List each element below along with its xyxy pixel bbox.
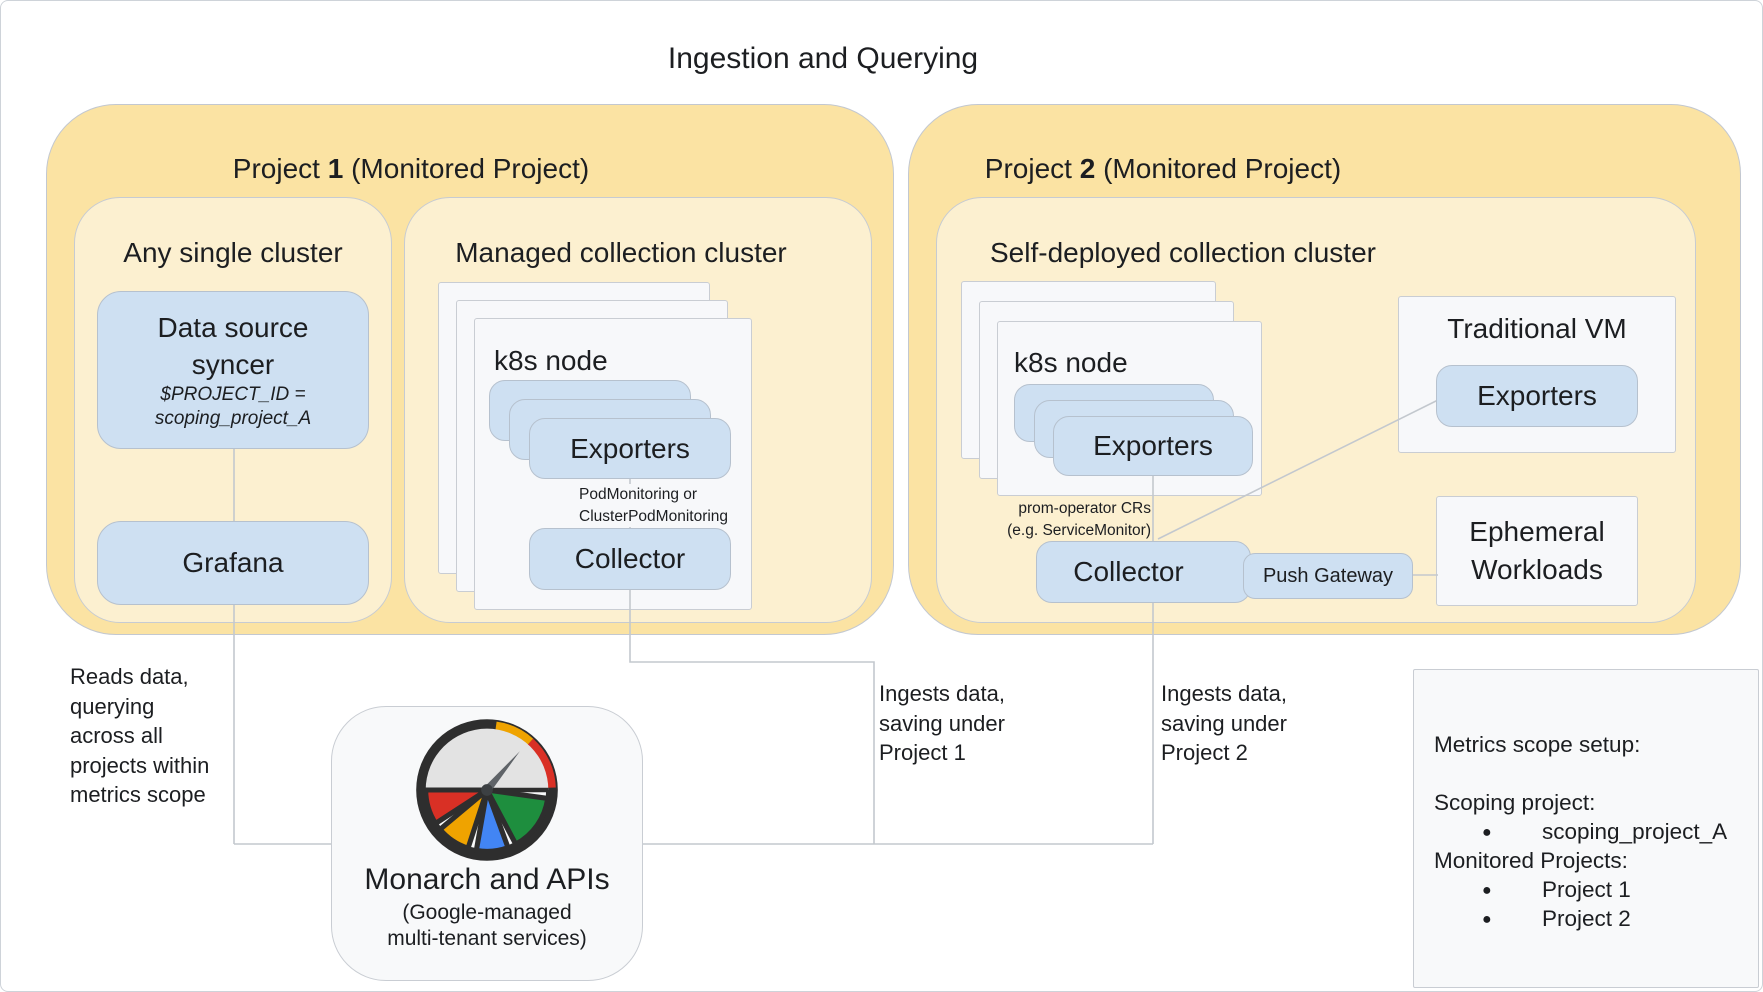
monitored-project-item-2: Project 2	[1434, 904, 1758, 934]
push-gateway-box: Push Gateway	[1243, 553, 1413, 599]
reads-data-note: Reads data, querying across all projects…	[70, 662, 240, 810]
syncer-line2: syncer	[191, 349, 275, 380]
k8s-node-label-p1: k8s node	[494, 345, 608, 376]
ingest1-line3: Project 1	[879, 740, 966, 765]
collector-box-p1: Collector	[529, 528, 731, 590]
any-single-cluster-title: Any single cluster	[123, 237, 343, 268]
ingest2-line2: saving under	[1161, 710, 1287, 736]
prom-operator-note: prom-operator CRs (e.g. ServiceMonitor)	[851, 498, 1151, 541]
project1-label-post: (Monitored Project)	[343, 153, 590, 184]
traditional-vm-label: Traditional VM	[1447, 313, 1627, 344]
reads-note-line1: Reads data,	[70, 664, 189, 689]
metrics-scope-panel: Metrics scope setup: Scoping project: sc…	[1413, 669, 1759, 988]
page-title: Ingestion and Querying	[667, 42, 979, 75]
project1-label-pre: Project	[232, 153, 328, 184]
ingest2-line3: Project 2	[1161, 740, 1248, 765]
self-deployed-cluster-title: Self-deployed collection cluster	[990, 237, 1376, 268]
grafana-box: Grafana	[97, 521, 369, 605]
podmonitoring-note: PodMonitoring or ClusterPodMonitoring	[576, 484, 732, 527]
ephemeral-line1: Ephemeral	[1469, 516, 1605, 547]
reads-note-line3: across all	[70, 723, 163, 748]
monitored-projects-label: Monitored Projects:	[1434, 848, 1628, 873]
k8s-node-label-p2: k8s node	[1014, 347, 1128, 378]
syncer-line1: Data source	[157, 312, 309, 343]
data-source-syncer-box: Data source syncer $PROJECT_ID = scoping…	[97, 291, 369, 449]
project2-label-pre: Project	[984, 153, 1080, 184]
collector-box-p2: Collector	[1036, 541, 1251, 603]
syncer-note2: scoping_project_A	[154, 408, 312, 429]
managed-cluster-title: Managed collection cluster	[455, 237, 787, 268]
ingest1-line2: saving under	[879, 710, 1005, 736]
ingest2-line1: Ingests data,	[1161, 681, 1287, 706]
project2-label: Project 2 (Monitored Project)	[863, 153, 1463, 185]
exporters-box-vm: Exporters	[1436, 365, 1638, 427]
ephemeral-line2: Workloads	[1471, 554, 1603, 585]
ingest-project2-note: Ingests data, saving under Project 2	[1161, 679, 1331, 768]
monarch-subtitle: (Google-managed multi-tenant services)	[331, 900, 643, 952]
syncer-note1: $PROJECT_ID =	[160, 384, 306, 405]
ingest1-line1: Ingests data,	[879, 681, 1005, 706]
monarch-sub-line1: (Google-managed	[402, 901, 572, 924]
project2-label-number: 2	[1079, 153, 1096, 184]
monarch-sub-line2: multi-tenant services)	[387, 927, 587, 950]
ingest-project1-note: Ingests data, saving under Project 1	[879, 679, 1049, 768]
project1-label-number: 1	[327, 153, 344, 184]
project2-label-post: (Monitored Project)	[1095, 153, 1342, 184]
project1-label: Project 1 (Monitored Project)	[111, 153, 711, 185]
reads-note-line4: projects within	[70, 752, 210, 778]
exporters-box-p1: Exporters	[529, 418, 731, 479]
metrics-scope-spacer	[1434, 759, 1758, 788]
ephemeral-workloads-box: Ephemeral Workloads	[1436, 496, 1638, 606]
podmonitoring-note-line2: ClusterPodMonitoring	[579, 507, 729, 525]
metrics-scope-heading: Metrics scope setup:	[1434, 732, 1641, 757]
scoping-project-item: scoping_project_A	[1434, 817, 1758, 847]
exporters-box-p2: Exporters	[1053, 416, 1253, 476]
monarch-title: Monarch and APIs	[364, 863, 610, 896]
monitored-project-item-1: Project 1	[1434, 875, 1758, 905]
reads-note-line5: metrics scope	[70, 782, 206, 807]
podmonitoring-note-line1: PodMonitoring or	[579, 486, 698, 503]
reads-note-line2: querying	[70, 693, 155, 719]
scoping-project-label: Scoping project:	[1434, 790, 1596, 815]
prom-operator-note-line1: prom-operator CRs	[1018, 500, 1151, 517]
gauge-icon	[416, 719, 558, 861]
prom-operator-note-line2: (e.g. ServiceMonitor)	[1007, 521, 1151, 539]
